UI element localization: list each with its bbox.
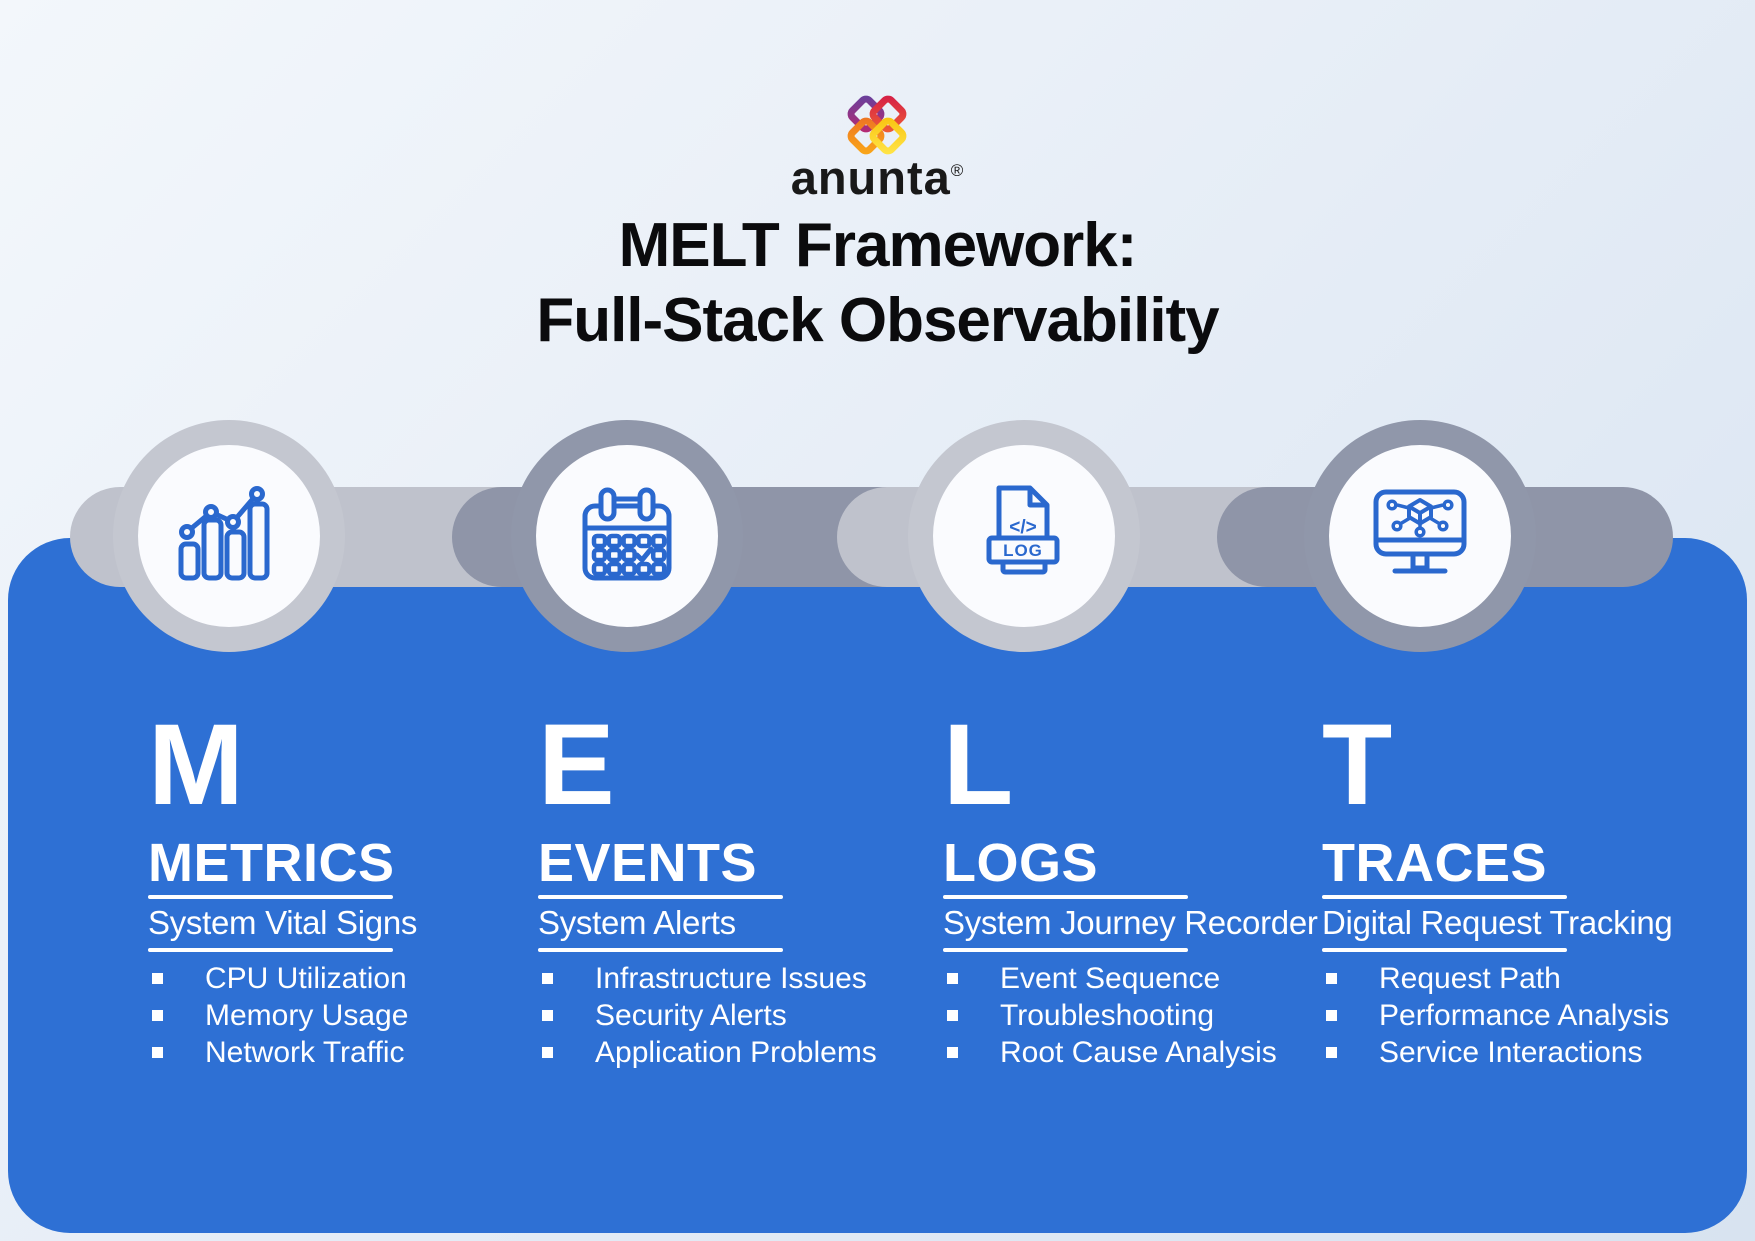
bar-chart-icon bbox=[173, 480, 285, 592]
letter-e: E bbox=[538, 701, 615, 829]
square-bullet-icon bbox=[947, 1010, 958, 1021]
bullet-text: Troubleshooting bbox=[1000, 999, 1215, 1032]
square-bullet-icon bbox=[1326, 973, 1337, 984]
monitor-network-icon bbox=[1364, 480, 1476, 592]
letter-l: L bbox=[943, 701, 1014, 829]
list-item: Troubleshooting bbox=[943, 997, 1343, 1034]
list-item: Event Sequence bbox=[943, 960, 1343, 997]
bullet-list: Request Path Performance Analysis Servic… bbox=[1322, 960, 1722, 1071]
square-bullet-icon bbox=[947, 1047, 958, 1058]
list-item: Network Traffic bbox=[148, 1034, 548, 1071]
square-bullet-icon bbox=[542, 1010, 553, 1021]
bullet-text: Application Problems bbox=[595, 1036, 877, 1069]
list-item: Request Path bbox=[1322, 960, 1722, 997]
heading-traces: TRACES bbox=[1322, 833, 1548, 893]
underline bbox=[148, 948, 393, 952]
bullet-text: Network Traffic bbox=[205, 1036, 405, 1069]
list-item: Infrastructure Issues bbox=[538, 960, 938, 997]
subtitle-metrics: System Vital Signs bbox=[148, 904, 418, 941]
list-item: Memory Usage bbox=[148, 997, 548, 1034]
heading-metrics: METRICS bbox=[148, 833, 395, 893]
subtitle-traces: Digital Request Tracking bbox=[1322, 904, 1673, 941]
letter-m: M bbox=[148, 701, 244, 829]
square-bullet-icon bbox=[1326, 1010, 1337, 1021]
bullet-text: Performance Analysis bbox=[1379, 999, 1670, 1032]
bullet-text: Security Alerts bbox=[595, 999, 787, 1032]
svg-text:</>: </> bbox=[1009, 517, 1036, 538]
square-bullet-icon bbox=[152, 973, 163, 984]
svg-text:LOG: LOG bbox=[1003, 541, 1043, 560]
underline bbox=[1322, 948, 1567, 952]
title-line-1: MELT Framework: bbox=[618, 211, 1138, 280]
underline bbox=[943, 948, 1188, 952]
square-bullet-icon bbox=[542, 1047, 553, 1058]
letter-t: T bbox=[1322, 701, 1393, 829]
underline bbox=[943, 895, 1188, 899]
list-item: Application Problems bbox=[538, 1034, 938, 1071]
square-bullet-icon bbox=[542, 973, 553, 984]
list-item: Service Interactions bbox=[1322, 1034, 1722, 1071]
list-item: CPU Utilization bbox=[148, 960, 548, 997]
log-file-icon: </> LOG bbox=[968, 480, 1080, 592]
list-item: Performance Analysis bbox=[1322, 997, 1722, 1034]
square-bullet-icon bbox=[947, 973, 958, 984]
anunta-logo-knot-icon bbox=[839, 92, 915, 158]
bullet-list: Event Sequence Troubleshooting Root Caus… bbox=[943, 960, 1343, 1071]
registered-mark: ® bbox=[950, 161, 965, 180]
heading-logs: LOGS bbox=[943, 833, 1099, 893]
brand-name: anunta® bbox=[790, 151, 965, 204]
square-bullet-icon bbox=[152, 1047, 163, 1058]
page-title: MELT Framework: Full-Stack Observability bbox=[0, 208, 1755, 358]
list-item: Security Alerts bbox=[538, 997, 938, 1034]
calendar-icon bbox=[571, 480, 683, 592]
bullet-text: Memory Usage bbox=[205, 999, 409, 1032]
bullet-list: Infrastructure Issues Security Alerts Ap… bbox=[538, 960, 938, 1071]
bullet-list: CPU Utilization Memory Usage Network Tra… bbox=[148, 960, 548, 1071]
bullet-text: Root Cause Analysis bbox=[1000, 1036, 1277, 1069]
bullet-text: Service Interactions bbox=[1379, 1036, 1643, 1069]
square-bullet-icon bbox=[152, 1010, 163, 1021]
bullet-text: Event Sequence bbox=[1000, 962, 1221, 995]
underline bbox=[1322, 895, 1567, 899]
title-line-2: Full-Stack Observability bbox=[536, 286, 1219, 355]
underline bbox=[538, 895, 783, 899]
content-panel bbox=[8, 538, 1747, 1233]
underline bbox=[148, 895, 393, 899]
underline bbox=[538, 948, 783, 952]
list-item: Root Cause Analysis bbox=[943, 1034, 1343, 1071]
bullet-text: Request Path bbox=[1379, 962, 1561, 995]
square-bullet-icon bbox=[1326, 1047, 1337, 1058]
heading-events: EVENTS bbox=[538, 833, 758, 893]
bullet-text: Infrastructure Issues bbox=[595, 962, 867, 995]
bullet-text: CPU Utilization bbox=[205, 962, 407, 995]
subtitle-events: System Alerts bbox=[538, 904, 736, 941]
subtitle-logs: System Journey Recorder bbox=[943, 904, 1318, 941]
